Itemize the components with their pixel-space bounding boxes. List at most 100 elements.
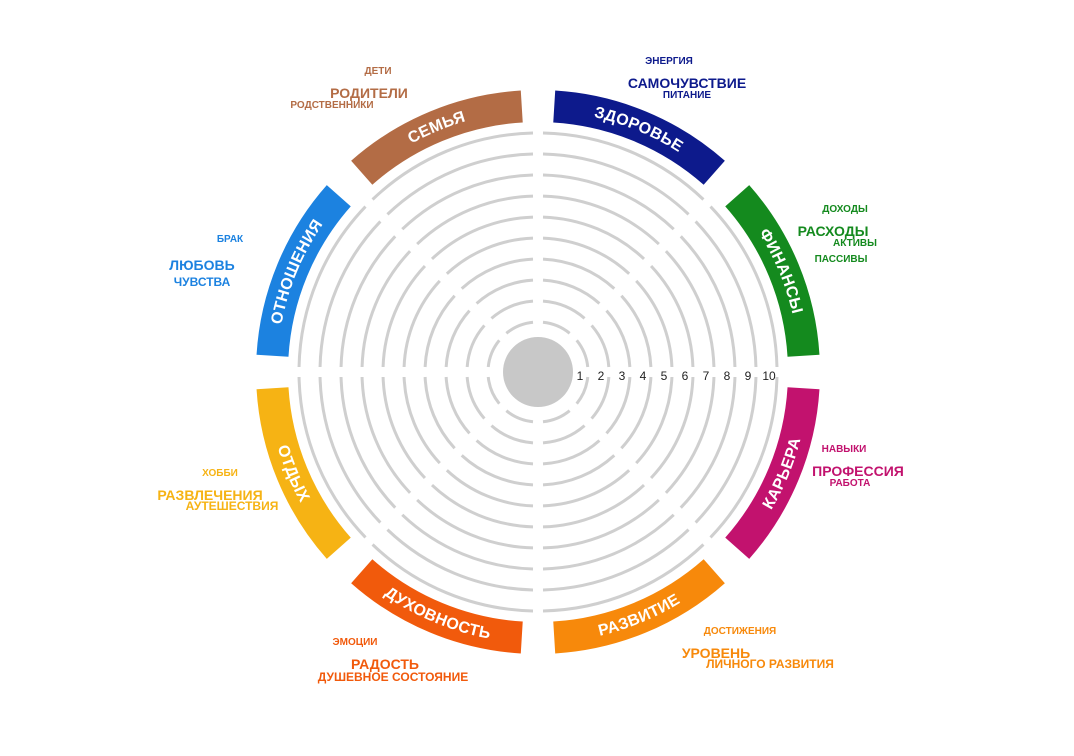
scale-number: 3 xyxy=(619,369,626,383)
scale-ring-arc xyxy=(694,220,758,368)
scale-ring-arc xyxy=(423,294,456,368)
segment-health[interactable] xyxy=(553,90,725,185)
scale-ring-arc xyxy=(318,376,382,524)
annotation-career: РАБОТА xyxy=(830,478,871,489)
scale-ring-arc xyxy=(445,469,534,508)
scale-ring-arc xyxy=(542,424,586,445)
annotation-rest: АУТЕШЕСТВИЯ xyxy=(186,499,279,513)
annotation-career: ПРОФЕССИЯ xyxy=(812,463,904,479)
scale-ring-arc xyxy=(542,215,646,261)
scale-ring-arc xyxy=(542,469,631,508)
scale-ring-arc xyxy=(416,194,534,246)
scale-ring-arc xyxy=(416,498,534,550)
scale-ring-arc xyxy=(542,409,571,424)
annotation-finance: ДОХОДЫ xyxy=(822,204,868,215)
scale-ring-arc xyxy=(664,250,716,368)
scale-ring-arc xyxy=(542,173,675,231)
scale-ring-arc xyxy=(709,205,779,368)
scale-ring-arc xyxy=(542,543,705,613)
annotation-rest: ХОББИ xyxy=(202,468,238,479)
scale-ring-arc xyxy=(575,339,590,368)
segment-relations[interactable] xyxy=(256,185,351,357)
scale-ring-arc xyxy=(542,320,571,335)
annotation-spirituality: РАДОСТЬ xyxy=(351,656,419,672)
scale-number: 8 xyxy=(724,369,731,383)
scale-ring-arc xyxy=(475,278,534,305)
scale-ring-arc xyxy=(542,236,631,275)
segment-rest[interactable] xyxy=(256,387,351,559)
scale-ring-arc xyxy=(371,543,534,613)
scale-ring-arc xyxy=(605,376,632,435)
scale-ring-arc xyxy=(430,215,534,261)
scale-ring-arc xyxy=(575,376,590,405)
scale-ring-arc xyxy=(542,278,601,305)
scale-ring-arc xyxy=(360,376,412,494)
annotation-development: ДОСТИЖЕНИЯ xyxy=(704,626,776,637)
scale-ring-arc xyxy=(465,376,486,420)
scale-ring-arc xyxy=(297,205,367,368)
scale-ring-arc xyxy=(475,439,534,466)
scale-ring-arc xyxy=(709,376,779,539)
scale-ring-arc xyxy=(297,376,367,539)
scale-ring-arc xyxy=(490,299,534,320)
annotation-career: НАВЫКИ xyxy=(822,444,867,455)
annotation-development: ЛИЧНОГО РАЗВИТИЯ xyxy=(706,657,834,671)
scale-ring-arc xyxy=(590,376,611,420)
scale-ring-arc xyxy=(635,376,674,465)
scale-number: 7 xyxy=(703,369,710,383)
annotation-rest: РАЗВЛЕЧЕНИЯ xyxy=(157,487,262,503)
scale-number: 2 xyxy=(598,369,605,383)
scale-ring-arc xyxy=(679,235,737,368)
segment-development[interactable] xyxy=(553,559,725,654)
segment-finance[interactable] xyxy=(725,185,820,357)
scale-ring-arc xyxy=(635,279,674,368)
scale-ring-arc xyxy=(542,152,690,216)
scale-ring-arc xyxy=(542,299,586,320)
scale-ring-arc xyxy=(605,309,632,368)
scale-ring-arc xyxy=(371,131,534,201)
scale-ring-arc xyxy=(386,528,534,592)
scale-number: 5 xyxy=(661,369,668,383)
scale-ring-arc xyxy=(486,376,501,405)
scale-ring-arc xyxy=(590,324,611,368)
scale-ring-arc xyxy=(664,376,716,494)
annotations: ЭНЕРГИЯСАМОЧУВСТВИЕПИТАНИЕДОХОДЫРАСХОДЫА… xyxy=(157,56,904,684)
scale-ring-arc xyxy=(460,454,534,487)
annotation-health: ЭНЕРГИЯ xyxy=(645,56,693,67)
annotation-finance: РАСХОДЫ xyxy=(798,223,869,239)
scale-ring-arc xyxy=(444,309,471,368)
annotation-development: УРОВЕНЬ xyxy=(682,645,750,661)
scale-ring-arc xyxy=(386,152,534,216)
scale-ring-arc xyxy=(620,376,653,450)
annotation-finance: ПАССИВЫ xyxy=(815,254,868,265)
scale-rings xyxy=(297,131,779,613)
scale-ring-arc xyxy=(542,513,675,571)
annotation-finance: АКТИВЫ xyxy=(833,238,877,249)
segment-career[interactable] xyxy=(725,387,820,559)
scale-ring-arc xyxy=(360,250,412,368)
scale-ring-arc xyxy=(339,235,397,368)
scale-ring-arc xyxy=(649,376,695,480)
segments xyxy=(256,90,820,654)
scale-ring-arc xyxy=(542,483,646,529)
scale-ring-arc xyxy=(402,279,441,368)
scale-ring-arc xyxy=(444,376,471,435)
scale-ring-arc xyxy=(505,409,534,424)
scale-ring-arc xyxy=(465,324,486,368)
annotation-spirituality: ДУШЕВНОЕ СОСТОЯНИЕ xyxy=(318,670,468,684)
annotation-family: ДЕТИ xyxy=(364,66,391,77)
scale-ring-arc xyxy=(423,376,456,450)
segment-family[interactable] xyxy=(351,90,523,185)
segment-spirituality[interactable] xyxy=(351,559,523,654)
annotation-health: САМОЧУВСТВИЕ xyxy=(628,75,746,91)
scale-ring-arc xyxy=(542,194,660,246)
scale-ring-arc xyxy=(505,320,534,335)
scale-ring-arc xyxy=(694,376,758,524)
scale-number: 10 xyxy=(762,369,776,383)
annotation-relations: БРАК xyxy=(217,234,244,245)
scale-ring-arc xyxy=(402,376,441,465)
scale-ring-arc xyxy=(445,236,534,275)
annotation-family: РОДСТВЕННИКИ xyxy=(290,100,373,111)
